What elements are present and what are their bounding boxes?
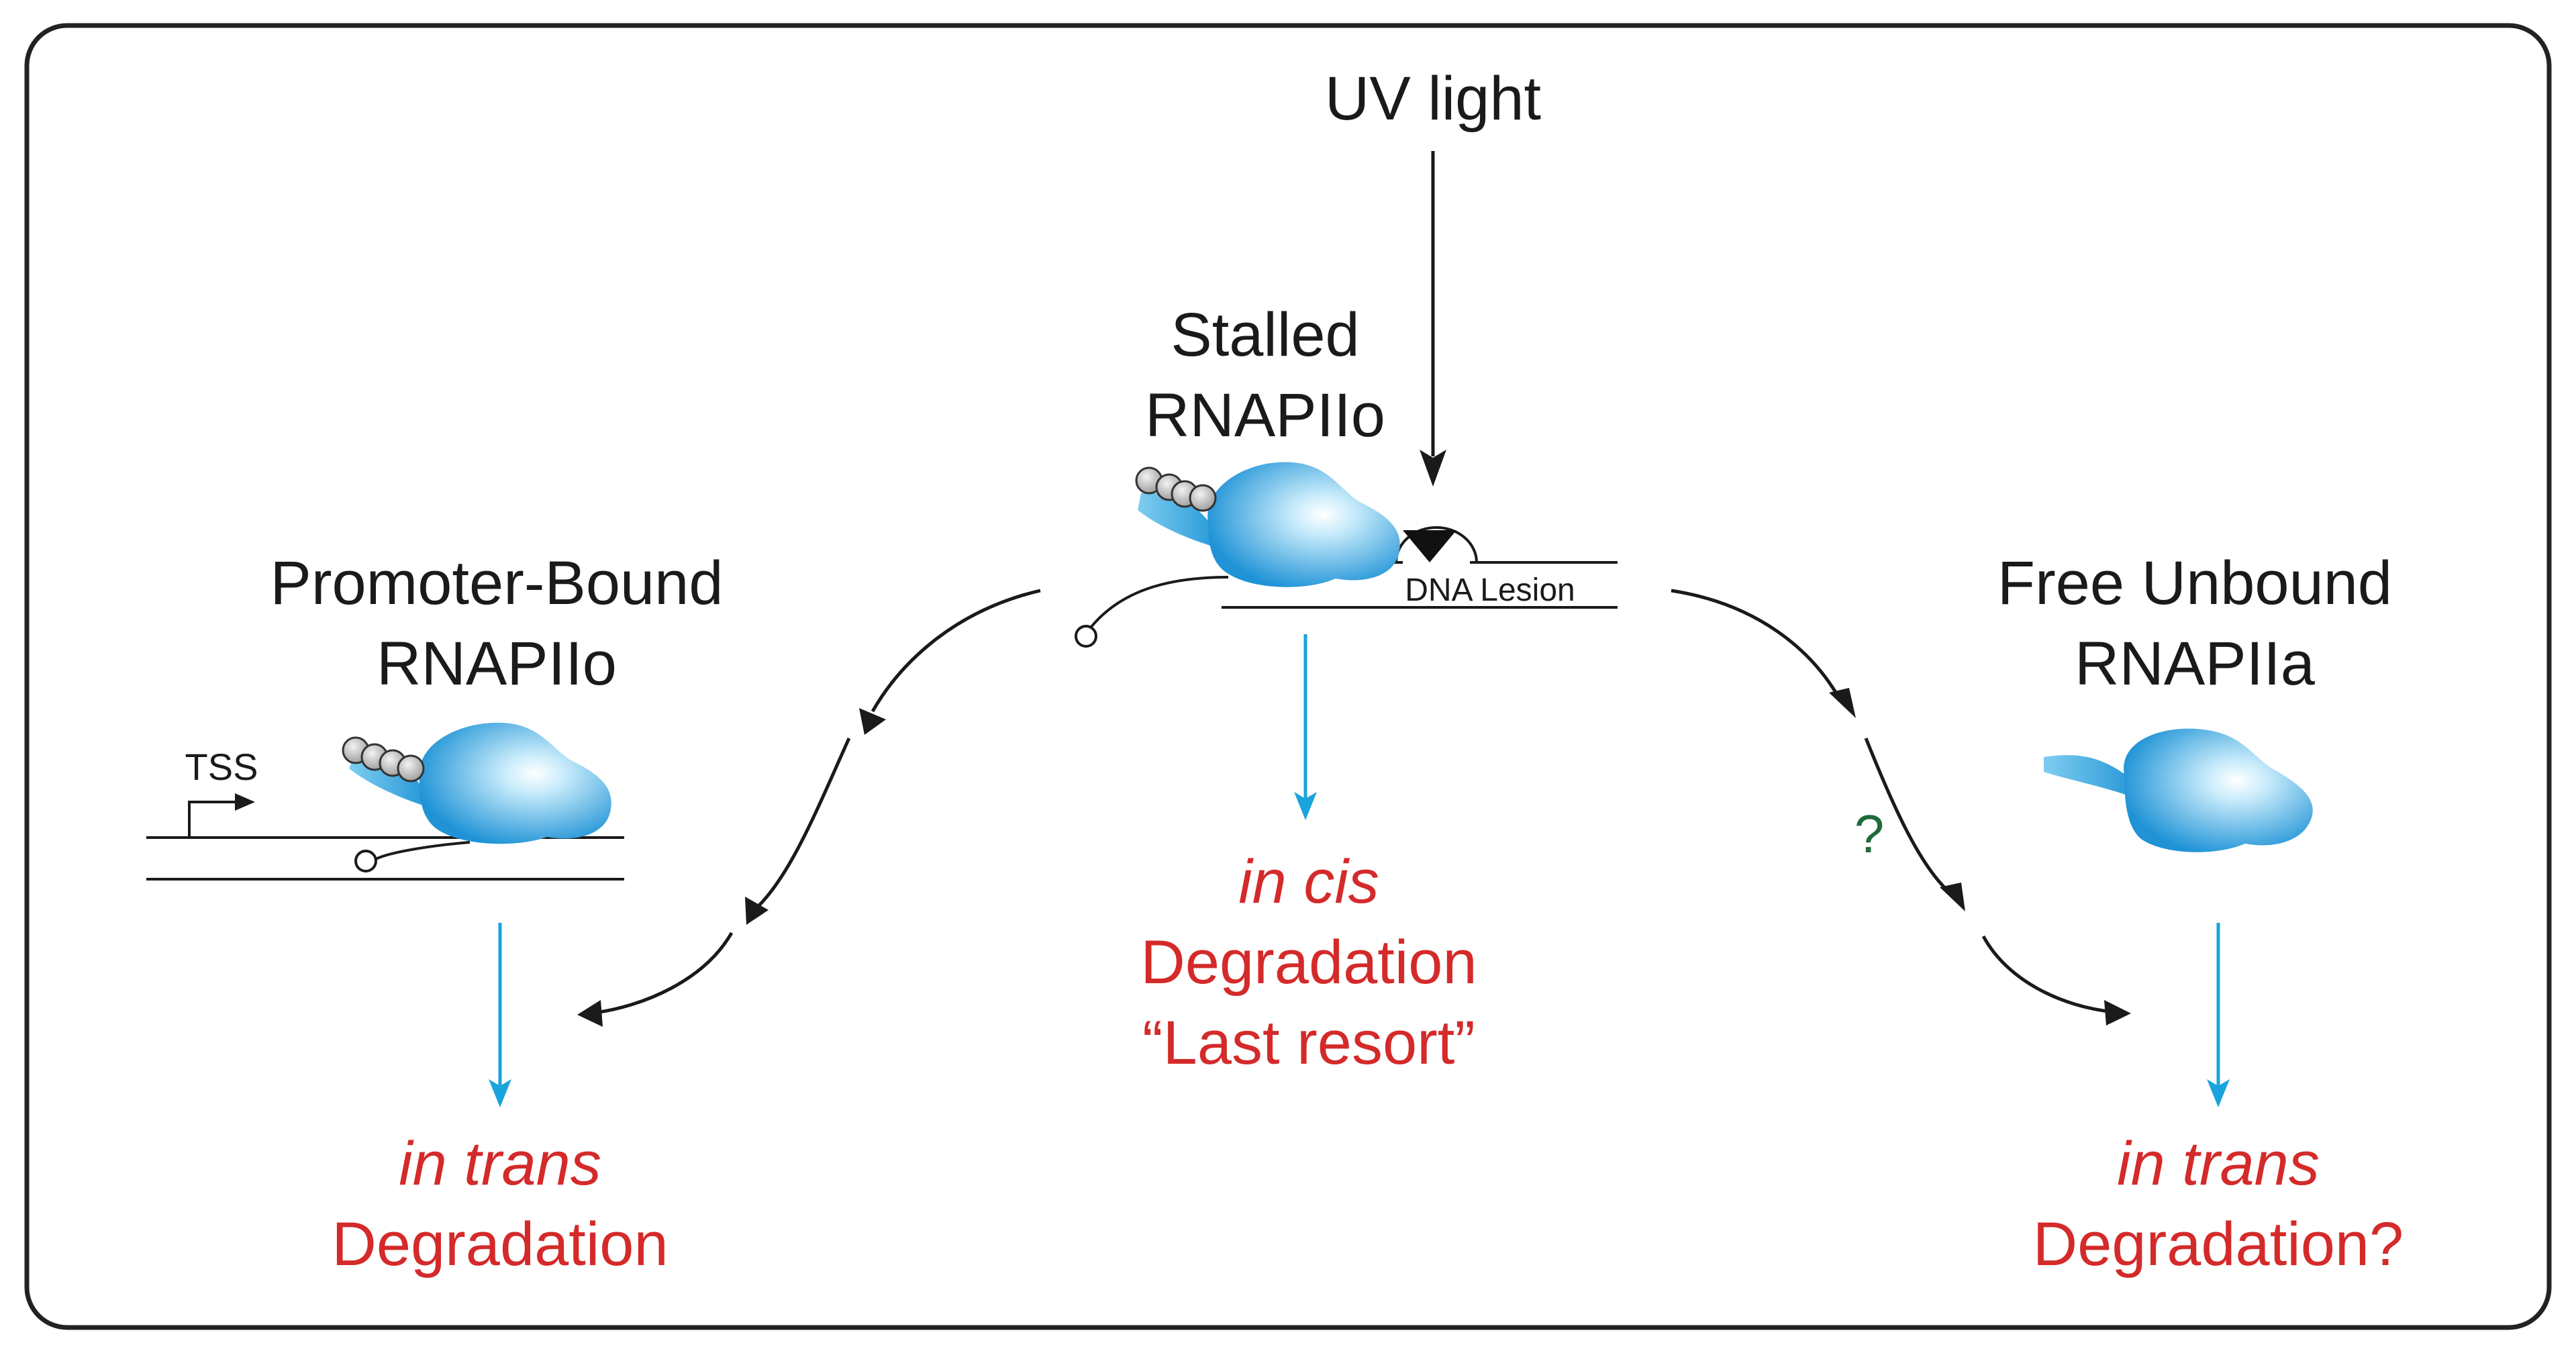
right-arrowhead-1 xyxy=(1829,688,1856,718)
cis-degradation-arrow xyxy=(1294,634,1317,820)
stalled-rna-transcript xyxy=(1075,576,1229,648)
cis-line1: in cis xyxy=(1238,848,1379,916)
free-label-line2: RNAPIIa xyxy=(2075,630,2316,698)
trans-left-line2: Degradation xyxy=(332,1210,668,1278)
promoter-rna-transcript xyxy=(354,841,470,872)
free-label-line1: Free Unbound xyxy=(1997,549,2392,617)
question-mark: ? xyxy=(1854,804,1885,864)
promoter-label-line1: Promoter-Bound xyxy=(270,549,724,617)
frame-border xyxy=(24,23,2552,1330)
uv-arrow xyxy=(1420,151,1446,487)
trans-right-line2: Degradation? xyxy=(2033,1210,2404,1278)
left-arrowhead-2 xyxy=(745,897,769,925)
left-arrowhead-1 xyxy=(859,708,886,735)
cis-line2: Degradation xyxy=(1140,928,1477,997)
promoter-polymerase-icon xyxy=(342,722,611,844)
trans-left-line1: in trans xyxy=(399,1130,601,1198)
left-arrowhead-3 xyxy=(577,1000,603,1027)
stalled-label-line1: Stalled xyxy=(1171,301,1359,369)
cis-line3: “Last resort” xyxy=(1142,1009,1475,1077)
free-polymerase-icon xyxy=(2044,728,2313,852)
tss-label: TSS xyxy=(185,746,258,788)
left-curved-arrows xyxy=(590,589,1041,1015)
stalled-label-line2: RNAPIIo xyxy=(1145,381,1385,450)
promoter-label-line2: RNAPIIo xyxy=(377,630,617,698)
right-arrowhead-3 xyxy=(2104,1000,2131,1025)
dna-lesion-label: DNA Lesion xyxy=(1405,572,1575,608)
trans-right-line1: in trans xyxy=(2117,1130,2320,1198)
tss-arrow-icon xyxy=(188,793,255,838)
right-curved-arrows xyxy=(1671,589,2115,1014)
right-arrowhead-2 xyxy=(1940,883,1965,911)
dna-lesion-icon xyxy=(1403,530,1456,562)
trans-left-arrow xyxy=(489,923,511,1107)
uv-light-label: UV light xyxy=(1325,64,1541,133)
trans-right-arrow xyxy=(2207,923,2230,1107)
stalled-polymerase-icon xyxy=(1135,462,1400,587)
